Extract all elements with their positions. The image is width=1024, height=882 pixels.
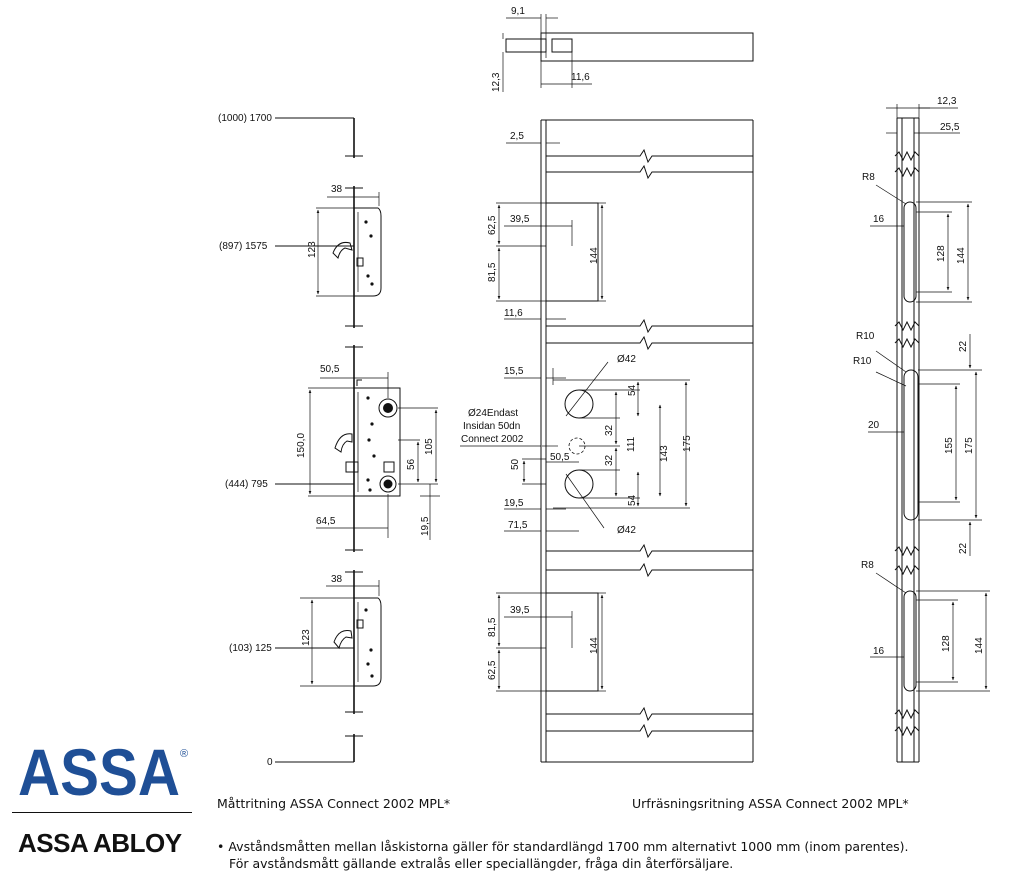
dim-label: 50,5 xyxy=(550,452,570,463)
dim-label: 11,6 xyxy=(504,308,523,319)
dim-label: 150,0 xyxy=(296,433,307,458)
dim-label: 123 xyxy=(307,241,318,258)
dim-label: 39,5 xyxy=(510,214,530,225)
dim-label: 12,3 xyxy=(937,96,957,107)
technical-drawing: (1000) 1700 (897) 1575 (444) 795 (103) 1… xyxy=(218,6,990,768)
dim-label: 9,1 xyxy=(511,6,525,17)
dim-label: R10 xyxy=(856,331,875,342)
dim-label: 11,6 xyxy=(571,72,590,83)
dimension-labels: (1000) 1700 (897) 1575 (444) 795 (103) 1… xyxy=(218,6,985,768)
dim-label: 22 xyxy=(958,542,969,554)
dim-label: 143 xyxy=(659,445,670,462)
logo-divider xyxy=(12,812,192,813)
dim-label: 175 xyxy=(964,437,975,454)
height-125: (103) 125 xyxy=(229,643,272,654)
dim-label: 39,5 xyxy=(510,605,530,616)
registered-mark: ® xyxy=(180,748,188,760)
dim-label: 144 xyxy=(589,247,600,264)
dim-label: 144 xyxy=(956,247,967,264)
dim-label: 2,5 xyxy=(510,131,524,142)
height-zero: 0 xyxy=(267,757,273,768)
footnote-line-2: För avståndsmått gällande extralås eller… xyxy=(229,856,734,871)
dimension-drawing-caption: Måttritning ASSA Connect 2002 MPL* xyxy=(217,796,451,811)
dim-label: Ø42 xyxy=(617,354,636,365)
dim-label: R8 xyxy=(861,560,874,571)
dim-label: 32 xyxy=(604,454,615,466)
dim-label: 111 xyxy=(626,436,637,452)
dim-label: 54 xyxy=(627,384,638,396)
dim-label: 15,5 xyxy=(504,366,524,377)
left-elevation-view xyxy=(275,117,440,763)
height-795: (444) 795 xyxy=(225,479,268,490)
top-section-view xyxy=(502,14,754,92)
logo-wordmark: ASSA xyxy=(18,745,180,801)
dim-label: Ø42 xyxy=(617,525,636,536)
assa-logo-mark: ASSA ® xyxy=(18,735,188,809)
dim-label: 144 xyxy=(589,637,600,654)
height-1575: (897) 1575 xyxy=(219,241,268,252)
footnote: • Avståndsmåtten mellan låskistorna gäll… xyxy=(217,838,909,872)
dim-label: 12,3 xyxy=(491,72,502,92)
dim-label: 62,5 xyxy=(487,660,498,680)
dim-label: 144 xyxy=(974,637,985,654)
dim-label: 50,5 xyxy=(320,364,340,375)
dim-label: 54 xyxy=(627,494,638,506)
dim-label: 155 xyxy=(944,437,955,454)
dim-label: 71,5 xyxy=(508,520,528,531)
dim-label: Insidan 50dn xyxy=(463,421,520,432)
dim-label: Connect 2002 xyxy=(461,434,524,445)
dim-label: 19,5 xyxy=(420,516,431,536)
dim-label: 19,5 xyxy=(504,498,524,509)
dim-label: 62,5 xyxy=(487,215,498,235)
dim-label: 38 xyxy=(331,574,343,585)
assa-logo: ASSA ® xyxy=(14,735,190,809)
side-routing-view xyxy=(868,104,990,763)
dim-label: 25,5 xyxy=(940,122,960,133)
dim-label: 38 xyxy=(331,184,343,195)
footnote-line-1: • Avståndsmåtten mellan låskistorna gäll… xyxy=(217,839,909,854)
front-routing-view xyxy=(460,119,754,763)
dim-label: 22 xyxy=(958,340,969,352)
dim-label: 32 xyxy=(604,424,615,436)
dim-label: 16 xyxy=(873,646,885,657)
dim-label: R10 xyxy=(853,356,872,367)
dim-label: 64,5 xyxy=(316,516,336,527)
group-name: ASSA ABLOY xyxy=(18,828,182,858)
dim-label: 81,5 xyxy=(487,617,498,637)
dim-label: 50 xyxy=(510,458,521,470)
height-1700: (1000) 1700 xyxy=(218,113,272,124)
dim-label: 56 xyxy=(406,458,417,470)
dim-label: 81,5 xyxy=(487,262,498,282)
dim-label: R8 xyxy=(862,172,875,183)
dim-label: Ø24Endast xyxy=(468,408,518,419)
dim-label: 175 xyxy=(682,435,693,452)
dim-label: 20 xyxy=(868,420,880,431)
dim-label: 128 xyxy=(936,245,947,262)
routing-drawing-caption: Urfräsningsritning ASSA Connect 2002 MPL… xyxy=(632,796,909,811)
dim-label: 123 xyxy=(301,629,312,646)
dim-label: 128 xyxy=(941,635,952,652)
dim-label: 105 xyxy=(424,438,435,455)
dim-label: 16 xyxy=(873,214,885,225)
